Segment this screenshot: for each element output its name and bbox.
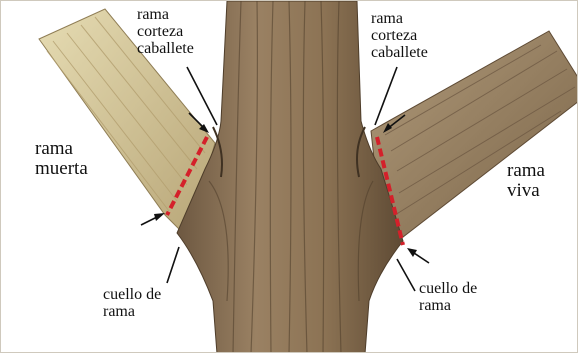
right-side-label: rama viva — [507, 161, 545, 201]
left-side-label: rama muerta — [35, 139, 88, 179]
left-bottom-arrowhead — [154, 213, 165, 221]
left-bottom-label-line1: cuello de — [103, 287, 161, 304]
right-bottom-pointer-line — [397, 259, 415, 291]
right-bottom-arrowhead — [407, 248, 417, 257]
live-branch — [371, 31, 578, 241]
right-top-label: rama corteza caballete — [371, 11, 428, 61]
right-bottom-label: cuello de rama — [419, 281, 477, 315]
left-bottom-label-line2: rama — [103, 304, 161, 321]
right-side-label-line2: viva — [507, 181, 545, 201]
right-side-label-line1: rama — [507, 161, 545, 181]
right-top-pointer-line — [375, 67, 397, 125]
left-bottom-label: cuello de rama — [103, 287, 161, 321]
right-top-label-line2: corteza — [371, 28, 428, 45]
left-side-label-line1: rama — [35, 139, 88, 159]
right-top-label-line3: caballete — [371, 45, 428, 62]
left-top-label-line2: corteza — [137, 24, 194, 41]
right-top-label-line1: rama — [371, 11, 428, 28]
left-top-label-line1: rama — [137, 7, 194, 24]
left-bottom-pointer-line — [167, 247, 179, 283]
left-top-label-line3: caballete — [137, 41, 194, 58]
left-side-label-line2: muerta — [35, 159, 88, 179]
right-bottom-label-line1: cuello de — [419, 281, 477, 298]
right-bottom-label-line2: rama — [419, 298, 477, 315]
left-top-label: rama corteza caballete — [137, 7, 194, 57]
